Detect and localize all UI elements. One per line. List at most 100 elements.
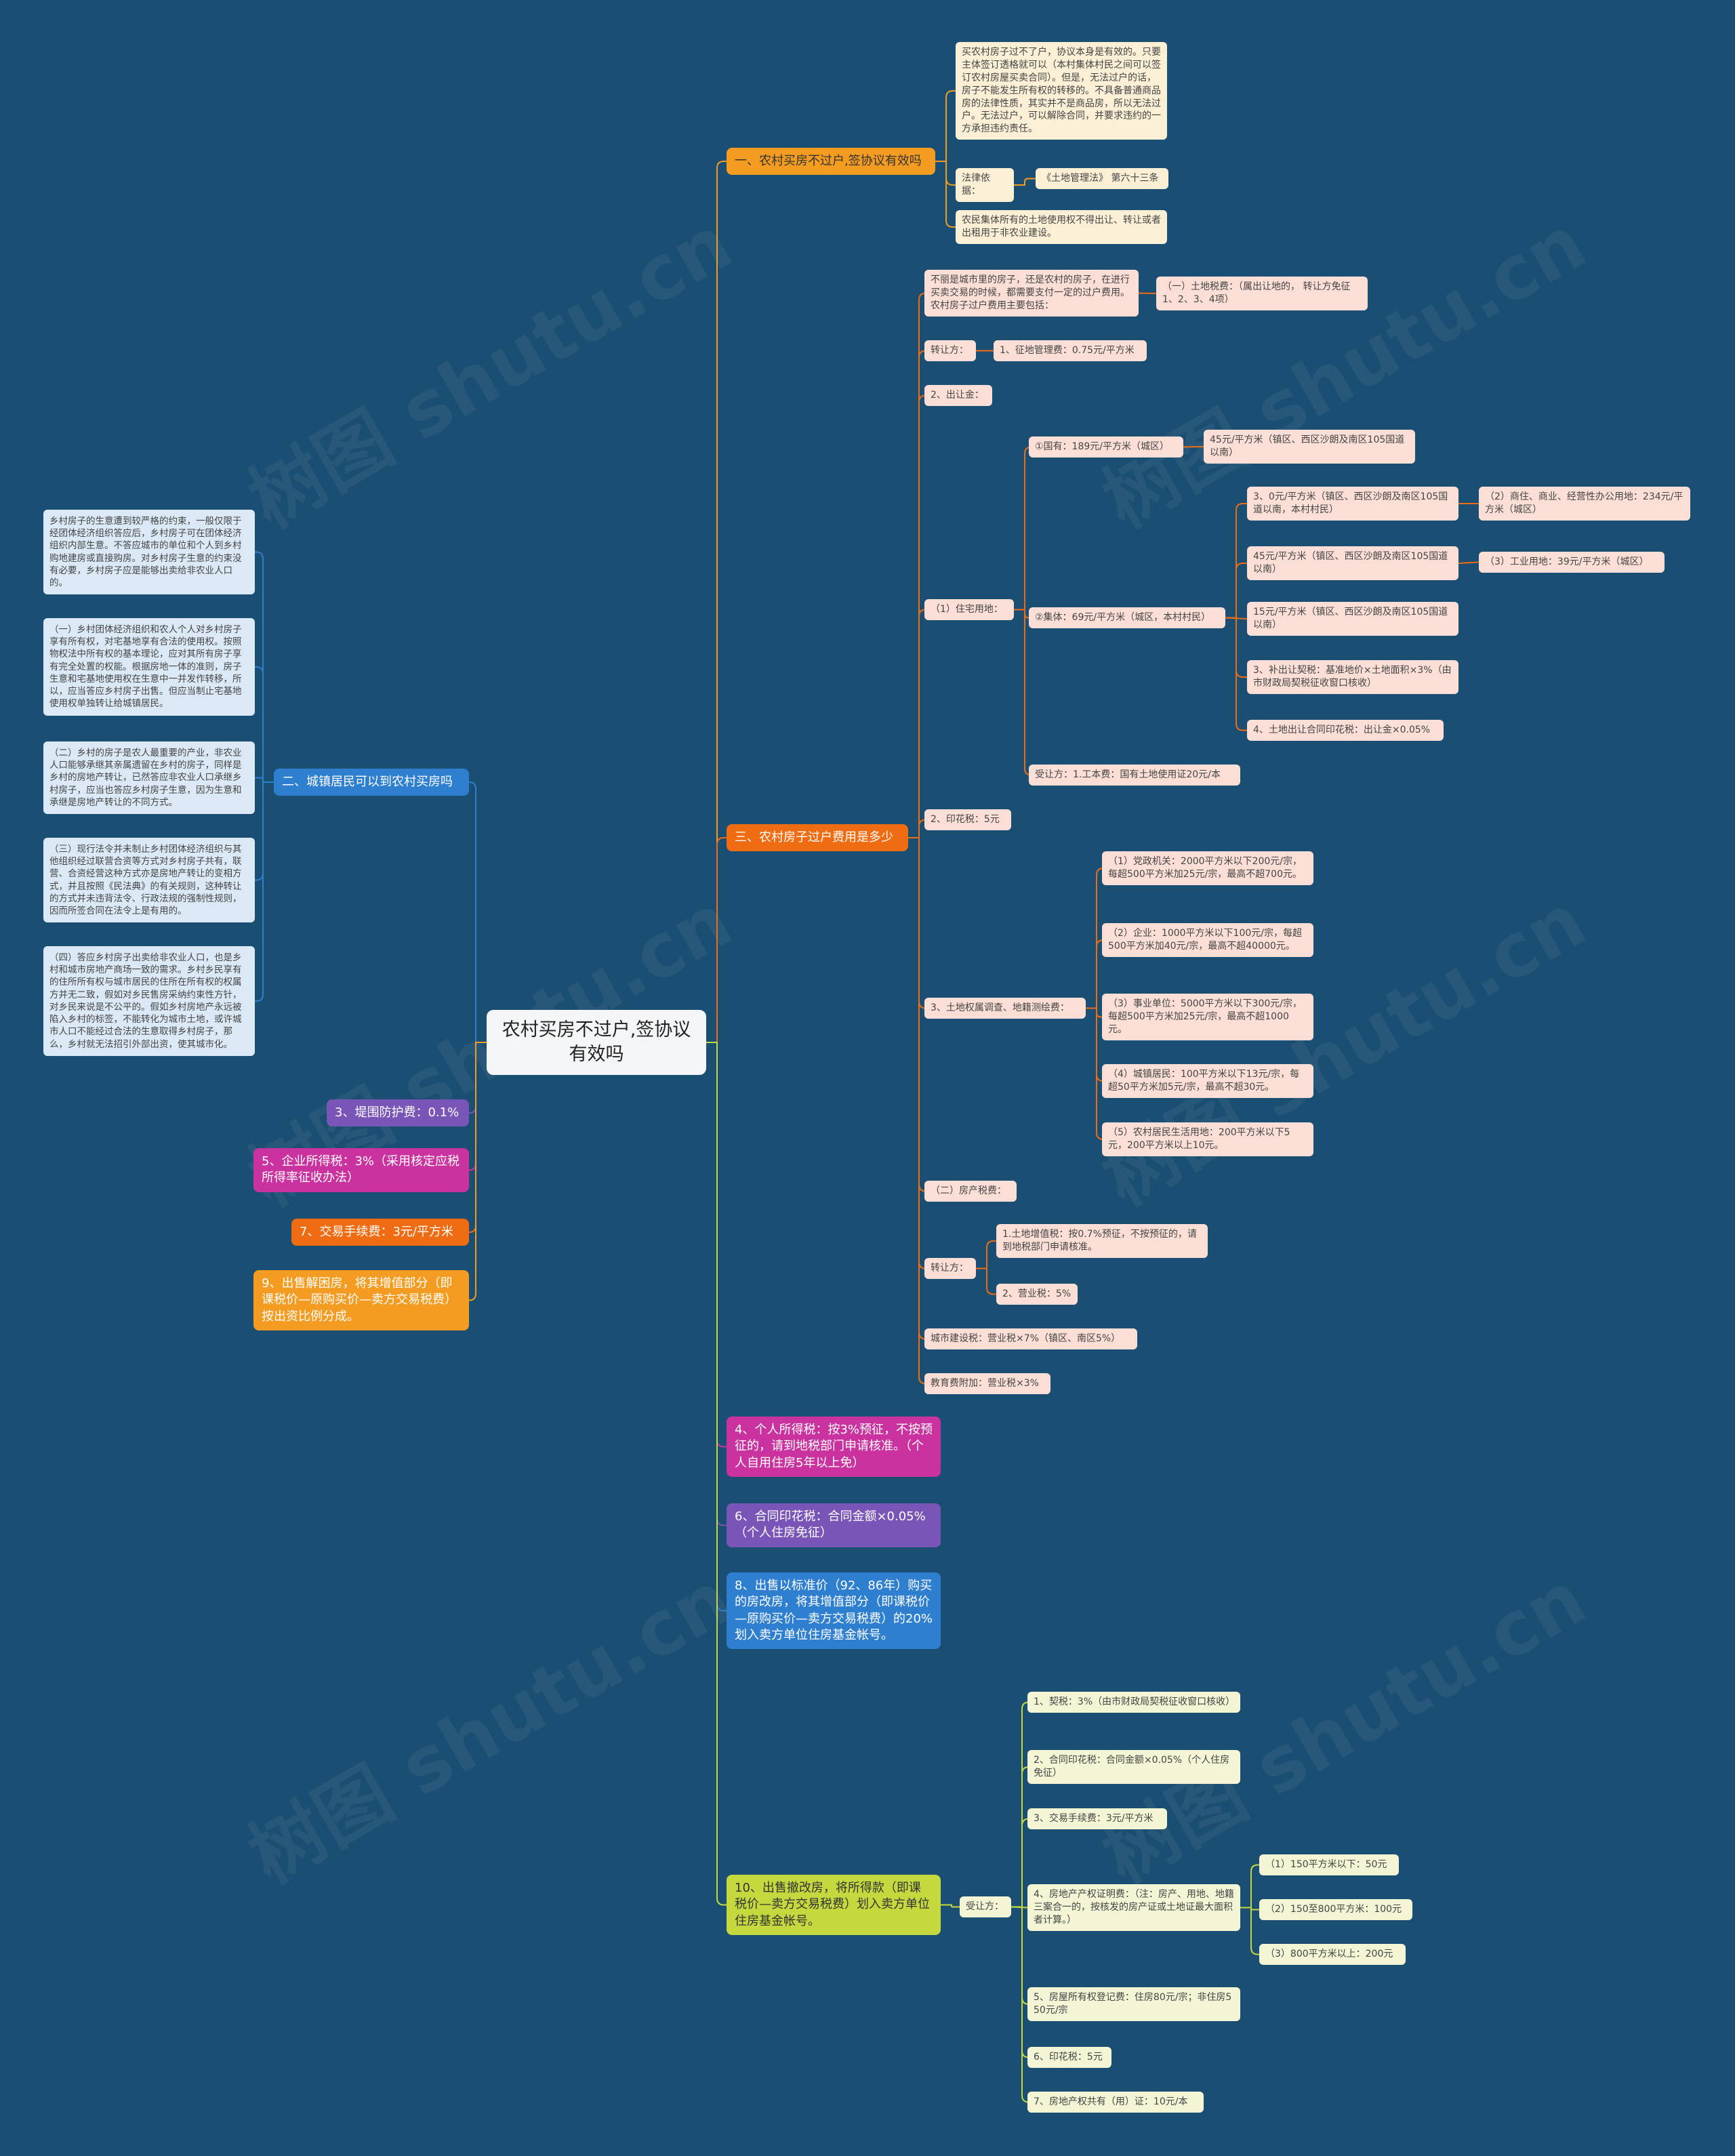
commercial-land[interactable]: （2）商住、商业、经营性办公用地：234元/平方米（城区） bbox=[1479, 487, 1690, 521]
connector bbox=[706, 1042, 727, 1906]
branch-personal-income-tax[interactable]: 4、个人所得税：按3%预征，不按预征的，请到地税部门申请核准。（个人自用住房5年… bbox=[727, 1417, 941, 1477]
connector bbox=[1240, 1864, 1259, 1909]
connector bbox=[1011, 1701, 1029, 1908]
collective-item[interactable]: 3、补出让契税：基准地价×土地面积×3%（由市财政局契税征收窗口核收） bbox=[1247, 660, 1458, 694]
branch-transaction-fee[interactable]: 7、交易手续费：3元/平方米 bbox=[291, 1219, 469, 1246]
connector bbox=[941, 1904, 960, 1908]
connector bbox=[255, 781, 274, 881]
connector bbox=[1011, 1906, 1029, 2058]
buyer-item[interactable]: 1、契税：3%（由市财政局契税征收窗口核收） bbox=[1027, 1692, 1240, 1713]
sec3-intro[interactable]: 不丽是城市里的房子，还是农村的房子，在进行买卖交易的时候，都需要支付一定的过户费… bbox=[924, 270, 1139, 317]
branch-sec10[interactable]: 10、出售撤改房，将所得款（即课税价—卖方交易税费）划入卖方单位住房基金帐号。 bbox=[727, 1875, 941, 1935]
connector bbox=[1225, 563, 1247, 619]
buyer-item[interactable]: 3、交易手续费：3元/平方米 bbox=[1027, 1808, 1167, 1829]
levy-fee[interactable]: 1、征地管理费：0.75元/平方米 bbox=[994, 340, 1147, 361]
property-tax[interactable]: （二）房产税费： bbox=[924, 1181, 1017, 1202]
collective-rate[interactable]: ②集体：69元/平方米（城区，本村村民） bbox=[1029, 607, 1225, 628]
sec1-explanation[interactable]: 买农村房子过不了户，协议本身是有效的。只要主体签订透格就可以（本村集体村民之间可… bbox=[956, 42, 1167, 140]
sec2-item[interactable]: （三）现行法令并未制止乡村团体经济组织与其他组织经过联营合资等方式对乡村房子共有… bbox=[43, 838, 255, 923]
state-owned-rate-suburb[interactable]: 45元/平方米（镇区、西区沙朗及南区105国道以南） bbox=[1204, 430, 1415, 464]
branch-sec3[interactable]: 三、农村房子过户费用是多少 bbox=[727, 824, 908, 852]
sec1-law-article[interactable]: 《土地管理法》 第六十三条 bbox=[1036, 168, 1168, 189]
survey-item[interactable]: （1）党政机关：2000平方米以下200元/宗，每超500平方米加25元/宗，最… bbox=[1102, 851, 1313, 885]
sec2-item[interactable]: 乡村房子的生意遭到较严格的约束，一般仅限于经团体经济组织答应后，乡村房子可在团体… bbox=[43, 510, 255, 595]
survey-item[interactable]: （5）农村居民生活用地：200平方米以下5元，200平方米以上10元。 bbox=[1102, 1122, 1313, 1156]
land-vat[interactable]: 1.土地增值税：按0.7%预征，不按预征的，请到地税部门申请核准。 bbox=[996, 1224, 1208, 1258]
connector bbox=[468, 1042, 487, 1233]
connector bbox=[706, 837, 727, 1043]
industrial-land[interactable]: （3）工业用地：39元/平方米（城区） bbox=[1479, 552, 1665, 573]
connector bbox=[908, 837, 926, 1009]
branch-sec2[interactable]: 二、城镇居民可以到农村买房吗 bbox=[274, 769, 469, 796]
connector bbox=[1014, 609, 1029, 619]
connector bbox=[1011, 1766, 1029, 1908]
buyer-item[interactable]: 2、合同印花税：合同金额×0.05%（个人住房免征） bbox=[1027, 1750, 1240, 1784]
connector bbox=[1011, 1818, 1029, 1908]
buyer-item[interactable]: 4、房地产产权证明费：（注：房产、用地、地籍三案合一的，按核发的房产证或土地证最… bbox=[1027, 1884, 1240, 1931]
connector bbox=[1086, 1007, 1104, 1082]
connector bbox=[255, 777, 274, 783]
branch-poverty-housing[interactable]: 9、出售解困房，将其增值部分（即课税价—原购买价—卖方交易税费）按出资比例分成。 bbox=[253, 1270, 469, 1330]
connector bbox=[908, 819, 926, 838]
connector bbox=[1014, 609, 1032, 776]
connector bbox=[908, 292, 926, 838]
connector bbox=[1458, 561, 1479, 564]
transferee-fee[interactable]: 受让方：1.工本费：国有土地使用证20元/本 bbox=[1029, 765, 1240, 786]
collective-item[interactable]: 3、0元/平方米（镇区、西区沙朗及南区105国道以南，本村村民） bbox=[1247, 487, 1458, 521]
sec2-item[interactable]: （一）乡村团体经济组织和农人个人对乡村房子享有所有权，对宅基地享有合法的使用权。… bbox=[43, 618, 255, 716]
connector bbox=[1138, 292, 1157, 294]
connector bbox=[908, 837, 926, 1340]
connector bbox=[935, 90, 956, 162]
sec2-item[interactable]: （四）答应乡村房子出卖给非农业人口，也是乡村和城市房地产商场一致的需求。乡村乡民… bbox=[43, 946, 255, 1056]
survey-item[interactable]: （3）事业单位：5000平方米以下300元/宗，每超500平方米加25元/宗，最… bbox=[1102, 994, 1313, 1040]
transferor-label-2[interactable]: 转让方： bbox=[924, 1258, 976, 1279]
connector bbox=[255, 551, 274, 783]
branch-reform-housing[interactable]: 8、出售以标准价（92、86年）购买的房改房，将其增值部分（即课税价—原购买价—… bbox=[727, 1572, 941, 1650]
business-tax[interactable]: 2、营业税：5% bbox=[996, 1284, 1078, 1305]
sec1-legal-basis-label[interactable]: 法律依据： bbox=[956, 168, 1014, 202]
connector bbox=[908, 350, 926, 838]
survey-item[interactable]: （2）企业：1000平方米以下100元/宗，每超500平方米加40元/宗，最高不… bbox=[1102, 923, 1313, 957]
connector bbox=[908, 837, 926, 1385]
connector bbox=[1225, 617, 1247, 731]
connector bbox=[1011, 1906, 1029, 2005]
buyer-item[interactable]: 7、房地产权共有（用）证：10元/本 bbox=[1027, 2092, 1204, 2113]
branch-levee-fee[interactable]: 3、堤围防护费：0.1% bbox=[327, 1099, 469, 1127]
buyer-item[interactable]: 5、房屋所有权登记费：住房80元/宗；非住房550元/宗 bbox=[1027, 1987, 1240, 2021]
grant-fee[interactable]: 2、出让金： bbox=[924, 385, 992, 406]
connector bbox=[1014, 446, 1032, 611]
urban-construction-tax[interactable]: 城市建设税：营业税×7%（镇区、南区5%） bbox=[924, 1328, 1137, 1349]
transferor-label[interactable]: 转让方： bbox=[924, 340, 976, 361]
buyer-item[interactable]: 6、印花税：5元 bbox=[1027, 2047, 1111, 2068]
connector bbox=[1086, 939, 1104, 1009]
survey-fee[interactable]: 3、土地权属调查、地籍测绘费： bbox=[924, 998, 1086, 1019]
sec2-item[interactable]: （二）乡村的房子是农人最重要的产业，非农业人口能够承继其亲属遗留在乡村的房子，同… bbox=[43, 741, 255, 815]
buyer-label[interactable]: 受让方： bbox=[960, 1896, 1011, 1917]
connector bbox=[908, 609, 926, 838]
collective-item[interactable]: 4、土地出让合同印花税：出让金×0.05% bbox=[1247, 720, 1444, 741]
collective-item[interactable]: 45元/平方米（镇区、西区沙朗及南区105国道以南） bbox=[1247, 546, 1458, 580]
cert-fee-item[interactable]: （2）150至800平方米：100元 bbox=[1259, 1899, 1412, 1920]
state-owned-rate[interactable]: ①国有：189元/平方米（城区） bbox=[1029, 436, 1183, 457]
branch-sec1[interactable]: 一、农村买房不过户,签协议有效吗 bbox=[727, 148, 935, 176]
cert-fee-item[interactable]: （1）150平方米以下：50元 bbox=[1259, 1854, 1399, 1875]
connector bbox=[1240, 1907, 1259, 1955]
land-tax-heading[interactable]: （一）土地税费：（属出让地的， 转让方免征1、2、3、4项） bbox=[1156, 277, 1368, 310]
education-surcharge[interactable]: 教育费附加：营业税×3% bbox=[924, 1373, 1050, 1394]
connector bbox=[706, 161, 727, 1043]
sec1-law-text[interactable]: 农民集体所有的土地使用权不得出让、转让或者出租用于非农业建设。 bbox=[956, 210, 1167, 244]
root-topic[interactable]: 农村买房不过户,签协议有效吗 bbox=[487, 1010, 706, 1075]
survey-item[interactable]: （4）城镇居民：100平方米以下13元/宗，每超50平方米加5元/宗，最高不超3… bbox=[1102, 1064, 1313, 1098]
connector bbox=[255, 666, 274, 783]
residential-land[interactable]: （1）住宅用地： bbox=[924, 599, 1014, 620]
collective-item[interactable]: 15元/平方米（镇区、西区沙朗及南区105国道以南） bbox=[1247, 602, 1458, 636]
branch-contract-stamp-tax[interactable]: 6、合同印花税：合同金额×0.05%（个人住房免征） bbox=[727, 1503, 941, 1547]
stamp-tax[interactable]: 2、印花税：5元 bbox=[924, 809, 1011, 830]
connector bbox=[935, 161, 956, 228]
connector bbox=[468, 781, 487, 1043]
connector bbox=[908, 837, 926, 1269]
cert-fee-item[interactable]: （3）800平方米以上：200元 bbox=[1259, 1944, 1406, 1965]
branch-corporate-tax[interactable]: 5、企业所得税：3%（采用核定应税所得率征收办法） bbox=[253, 1148, 469, 1192]
connector bbox=[255, 781, 274, 1002]
